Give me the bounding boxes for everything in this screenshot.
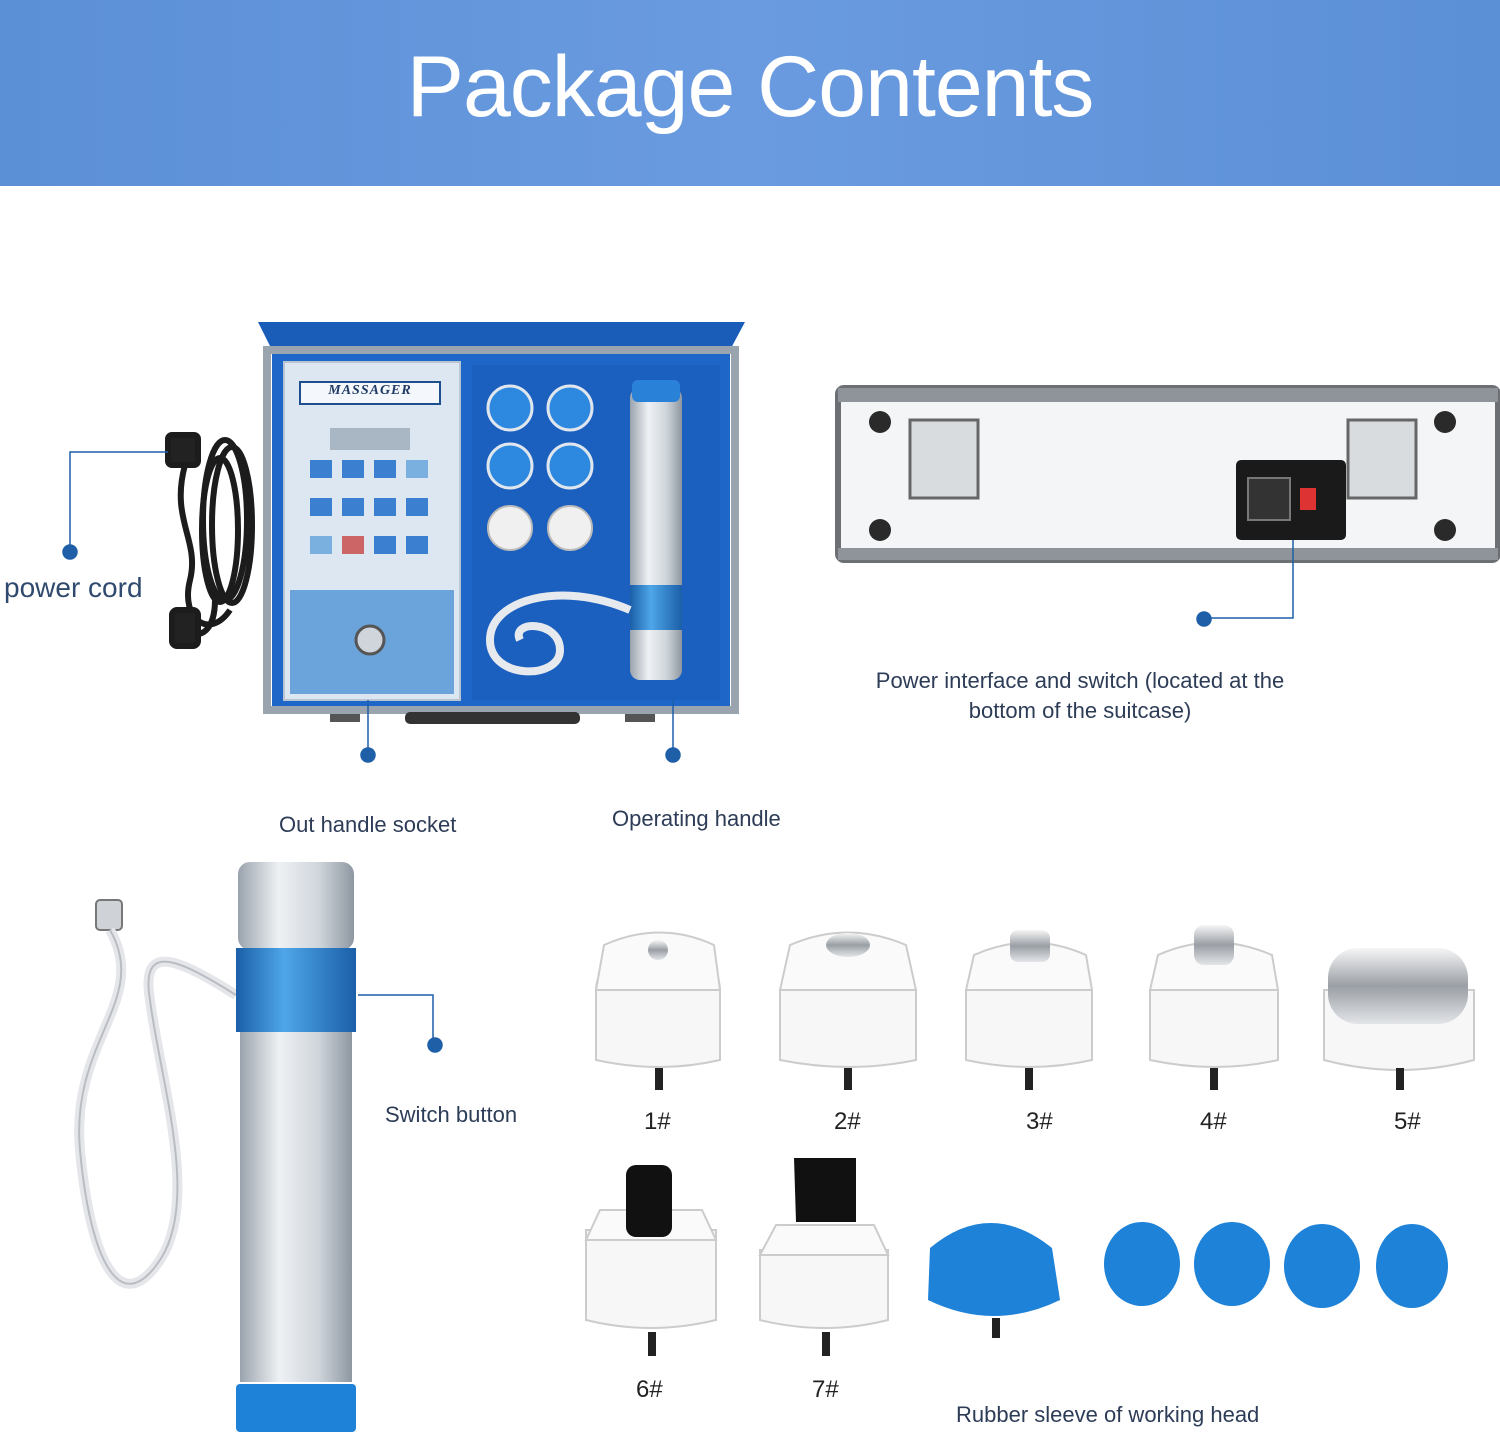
head-label: 4# bbox=[1200, 1108, 1227, 1135]
label-out-handle-socket: Out handle socket bbox=[279, 812, 457, 837]
label-power-cord: power cord bbox=[4, 572, 143, 603]
working-heads bbox=[584, 925, 1475, 1356]
label-power-interface: Power interface and switch (located at t… bbox=[875, 668, 1285, 723]
operating-handle-unit bbox=[74, 862, 356, 1432]
head-label: 2# bbox=[834, 1108, 861, 1135]
title-banner: Package Contents bbox=[0, 0, 1500, 186]
head-1 bbox=[594, 931, 722, 1090]
case-brand-label: MASSAGER bbox=[328, 383, 412, 398]
head-label: 3# bbox=[1026, 1108, 1053, 1135]
label-switch-button: Switch button bbox=[385, 1102, 518, 1127]
head-7 bbox=[758, 1158, 890, 1356]
rubber-sleeves bbox=[928, 1222, 1448, 1338]
head-label: 1# bbox=[644, 1108, 671, 1135]
head-5 bbox=[1323, 948, 1475, 1090]
power-cord bbox=[165, 432, 255, 649]
head-label: 5# bbox=[1394, 1108, 1421, 1135]
head-4 bbox=[1148, 925, 1280, 1090]
head-label: 6# bbox=[636, 1376, 663, 1403]
label-rubber-sleeve: Rubber sleeve of working head bbox=[956, 1402, 1260, 1427]
case-bottom-view bbox=[835, 385, 1500, 563]
head-3 bbox=[964, 930, 1094, 1090]
head-label: 7# bbox=[812, 1376, 839, 1403]
label-operating-handle: Operating handle bbox=[612, 806, 781, 831]
head-6 bbox=[584, 1165, 718, 1356]
page-title: Package Contents bbox=[406, 39, 1095, 135]
massager-case bbox=[258, 322, 745, 724]
head-2 bbox=[778, 931, 918, 1090]
